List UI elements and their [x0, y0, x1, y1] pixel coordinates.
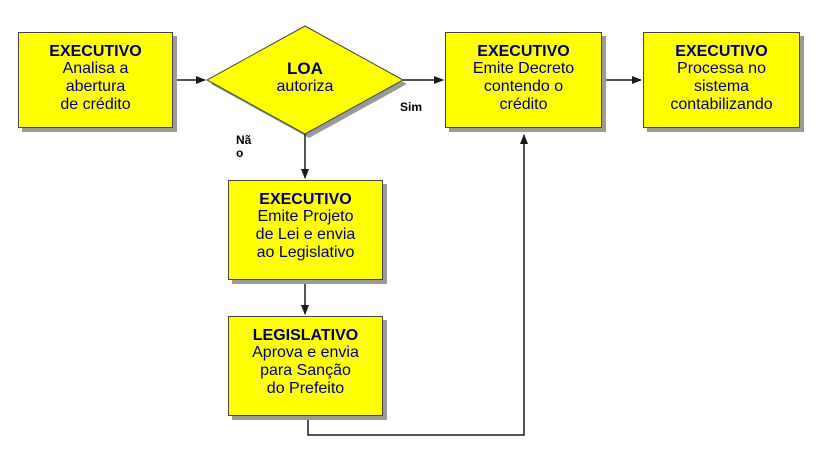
node-processa-body: Processa no sistema contabilizando [670, 60, 773, 113]
node-emite-decreto: EXECUTIVO Emite Decreto contendo o crédi… [445, 32, 602, 128]
edge-label-sim: Sim [400, 100, 423, 114]
edge-label-nao: Nã o [236, 133, 252, 160]
node-projeto-lei-title: EXECUTIVO [259, 191, 352, 208]
node-processa-title: EXECUTIVO [675, 43, 768, 60]
node-loa-label: LOA autoriza [240, 60, 370, 98]
node-analisa-body: Analisa a abertura de crédito [60, 60, 131, 113]
node-analisa-abertura: EXECUTIVO Analisa a abertura de crédito [18, 32, 173, 128]
node-loa-body: autoriza [276, 78, 334, 95]
arrow-legislativo-to-decreto [307, 134, 528, 436]
node-projeto-lei-body: Emite Projeto de Lei e envia ao Legislat… [255, 208, 356, 261]
node-legislativo-title: LEGISLATIVO [252, 327, 359, 344]
node-emite-decreto-body: Emite Decreto contendo o crédito [472, 60, 575, 113]
node-loa-title: LOA [287, 60, 323, 78]
node-emite-decreto-title: EXECUTIVO [477, 43, 570, 60]
node-legislativo-aprova: LEGISLATIVO Aprova e envia para Sanção d… [228, 316, 383, 416]
node-analisa-title: EXECUTIVO [49, 43, 142, 60]
node-processa-sistema: EXECUTIVO Processa no sistema contabiliz… [643, 32, 800, 128]
node-legislativo-body: Aprova e envia para Sanção do Prefeito [252, 344, 359, 397]
node-emite-projeto-lei: EXECUTIVO Emite Projeto de Lei e envia a… [228, 180, 383, 280]
